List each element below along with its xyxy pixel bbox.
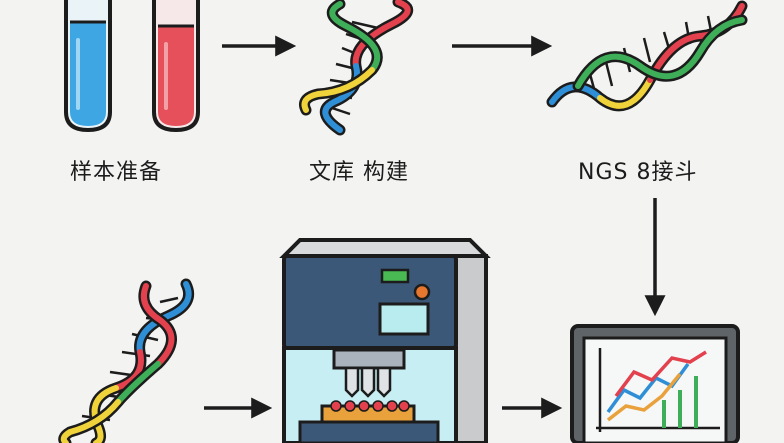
red-test-tube [152,0,200,133]
monitor-chart-icon [570,324,740,443]
step-label-sample-prep: 样本准备 [70,160,163,185]
dna-helix-icon [58,278,195,443]
blue-test-tube [64,0,112,133]
dna-helix-icon [299,0,413,136]
dna-helix-icon [546,0,748,112]
step-label-library-build: 文库 构建 [309,160,409,185]
step-label-ngs: NGS 8接斗 [578,160,698,185]
test-tubes-icon [64,0,200,133]
sequencer-machine-icon [279,238,491,443]
